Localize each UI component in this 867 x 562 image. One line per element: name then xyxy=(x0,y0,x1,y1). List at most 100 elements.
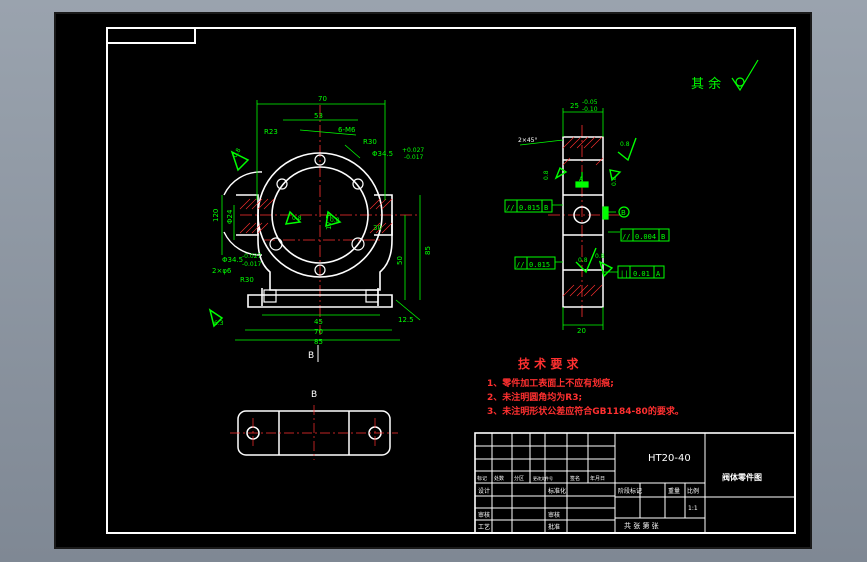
tech-item-2: 2、未注明圆角均为R3; xyxy=(487,391,582,403)
left-label-review: 审核 xyxy=(478,511,490,519)
front-centerlines xyxy=(240,105,420,335)
tech-requirements: 技 术 要 求 1、零件加工表面上不应有划痕; 2、未注明圆角均为R3; 3、未… xyxy=(487,356,684,417)
mid-label-review: 审核 xyxy=(548,511,560,519)
side-view[interactable]: // 0.015 B // 0.004 B // 0.015 || 0.01 A… xyxy=(504,99,670,335)
front-dimension-lines xyxy=(221,100,421,341)
stage-label-weight: 重量 xyxy=(668,487,680,495)
dim-bore-upper: +0.027 xyxy=(402,147,424,154)
tol1-datum: B xyxy=(544,204,548,212)
side-top-width: 25 xyxy=(570,102,579,110)
tol4-datum: A xyxy=(656,270,661,278)
roughness-symbol-icon xyxy=(731,59,759,92)
tol2-symbol: // xyxy=(622,233,630,241)
sheet-background xyxy=(54,12,812,549)
b-view-title: B xyxy=(311,390,317,400)
dim-r-small: R23 xyxy=(264,128,278,136)
tech-item-1: 1、零件加工表面上不应有划痕; xyxy=(487,377,614,389)
mid-label-standard: 标准化 xyxy=(548,487,566,495)
dim-chamfer: 2×φ6 xyxy=(212,267,232,275)
left-label-process: 工艺 xyxy=(478,523,490,531)
b-view[interactable]: B xyxy=(230,390,398,460)
dim-bore-lower: -0.017 xyxy=(404,154,424,161)
side-hatching xyxy=(562,136,604,297)
front-hatching xyxy=(239,198,393,234)
dim-side: 30 xyxy=(373,224,382,232)
stage-label-mark: 阶段标记 xyxy=(618,487,642,495)
part-name-label: 阀体零件图 xyxy=(722,472,762,482)
mid-label-approve: 批准 xyxy=(548,523,560,531)
side-dimension-lines xyxy=(519,108,620,330)
side-body-outline xyxy=(562,136,604,308)
section-mark: B xyxy=(308,351,314,361)
side-bottom-width: 20 xyxy=(577,327,586,335)
row-label-count: 处数 xyxy=(494,475,504,482)
dim-center: 17.5 xyxy=(325,214,333,230)
finish-value-3: 0.8 xyxy=(330,217,340,224)
dim-base-mid: 70 xyxy=(314,328,323,336)
dim-top-width: 70 xyxy=(318,95,327,103)
dim-holes: 6-M6 xyxy=(338,126,356,134)
reverse-code-box xyxy=(106,27,196,44)
stage-label-scale: 比例 xyxy=(687,487,699,495)
left-label-design: 设计 xyxy=(478,487,490,495)
dim-mid-height: 50 xyxy=(396,256,404,265)
roughness-note-label: 其 余 xyxy=(691,76,721,92)
base-bolt-holes xyxy=(263,289,379,303)
dim-r-bottom: R30 xyxy=(240,276,254,284)
dim-bottom-bore-upper: -0.027 xyxy=(242,253,262,260)
tol1-symbol: // xyxy=(506,204,514,212)
dim-bore: Φ34.5 xyxy=(372,150,393,158)
b-view-centerlines xyxy=(230,405,398,460)
side-datum-a: A xyxy=(579,176,584,183)
side-finish-2: 0.8 xyxy=(543,170,550,180)
dim-bottom-bore-lower: -0.017 xyxy=(242,261,262,268)
datum-b-icon xyxy=(602,206,630,220)
side-chamfer: 2×45° xyxy=(518,137,537,144)
scale-value: 1:1 xyxy=(688,505,698,512)
finish-value-1: 0.8 xyxy=(232,147,243,159)
side-top-lower: -0.10 xyxy=(582,106,598,113)
datum-a-icon xyxy=(575,172,589,188)
dim-left-height: 120 xyxy=(212,209,220,222)
front-view[interactable]: 70 53 R23 6-M6 R30 Φ34.5 +0.027 -0.017 1… xyxy=(208,95,432,362)
side-finish-1: 0.8 xyxy=(620,141,630,148)
title-block[interactable]: HT20-40 阀体零件图 标记 处数 分区 更改文件号 签名 年月日 设计 审… xyxy=(474,432,796,534)
row-label-doc: 更改文件号 xyxy=(533,475,553,481)
tol3-symbol: // xyxy=(516,261,524,269)
bolt-holes xyxy=(269,154,365,276)
side-datum-b: B xyxy=(621,209,626,217)
side-finish-3: 0.8 xyxy=(611,176,618,186)
side-finish-4: 0.8 xyxy=(578,257,588,264)
tol2-value: 0.004 xyxy=(635,233,656,241)
finish-value-2: 0.8 xyxy=(292,215,302,222)
dim-base-height: 12.5 xyxy=(398,316,414,324)
tech-title: 技 术 要 求 xyxy=(518,356,580,371)
tech-item-3: 3、未注明形状公差应符合GB1184-80的要求。 xyxy=(487,405,684,417)
tolerance-frames xyxy=(504,199,670,279)
side-finish-5: 0.8 xyxy=(595,253,605,260)
dim-left-dia: Φ24 xyxy=(226,209,234,224)
dim-base-outer: 85 xyxy=(314,338,323,346)
dim-finish: 6.3 xyxy=(214,320,224,327)
dim-r-large: R30 xyxy=(363,138,377,146)
row-label-mark: 标记 xyxy=(477,475,487,482)
front-finish-symbols xyxy=(208,150,342,328)
dim-bolt-span: 53 xyxy=(314,112,323,120)
drawing-frame xyxy=(106,27,796,534)
side-finish-symbols xyxy=(554,137,637,278)
side-top-upper: -0.05 xyxy=(582,99,598,106)
left-lug-arc-lower xyxy=(223,231,263,256)
title-block-grid xyxy=(474,432,796,534)
row-label-sign: 签名 xyxy=(570,475,580,482)
left-lug-arc xyxy=(223,171,263,196)
tol3-value: 0.015 xyxy=(529,261,550,269)
row-label-zone: 分区 xyxy=(514,475,524,482)
tol4-value: 0.01 xyxy=(633,270,650,278)
tol4-symbol: || xyxy=(620,270,628,278)
dim-overall-height: 85 xyxy=(424,246,432,255)
sheet-label: 共 张 第 张 xyxy=(624,521,659,530)
material-label: HT20-40 xyxy=(648,453,691,464)
tol1-value: 0.015 xyxy=(519,204,540,212)
